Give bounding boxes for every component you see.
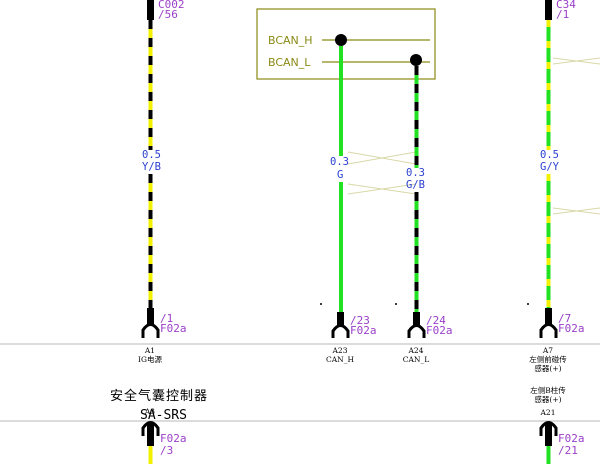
- marker-dot: [527, 303, 529, 305]
- pin-number: /3: [160, 444, 173, 457]
- bottom-connector-block: [337, 312, 344, 326]
- connector-id: F02a: [160, 432, 187, 445]
- terminal-arch: [141, 323, 160, 338]
- terminal-pin: A24: [408, 346, 424, 355]
- connector-id: F02a: [558, 432, 585, 445]
- bcan-h-label: BCAN_H: [268, 34, 313, 47]
- bottom-pin-number: /7: [558, 312, 571, 325]
- top-connector-id: C002: [158, 0, 185, 11]
- terminal-pin: A1: [144, 346, 155, 355]
- bottom-connector-block: [545, 308, 552, 324]
- bcan-l-junction: [410, 54, 422, 66]
- bcan-l-label: BCAN_L: [268, 56, 311, 69]
- bottom-pin-number: /24: [426, 314, 446, 327]
- wire-can-l: 0.3 G/B /24 F02a A24 CAN_L: [403, 66, 453, 364]
- terminal-arch: [331, 324, 350, 338]
- top-connector-block: [545, 0, 552, 20]
- terminal-name: CAN_H: [326, 355, 354, 364]
- controller-name-en: SA-SRS: [140, 408, 187, 423]
- wire-ig-power: C002 /56 0.5 Y/B /1 F02a A1 IG电源: [138, 0, 187, 364]
- wire-color-label: G: [337, 169, 343, 181]
- connector-block: [147, 424, 154, 446]
- bcan-bus-box: BCAN_H BCAN_L: [256, 8, 436, 80]
- bottom-connector-block: [147, 308, 154, 324]
- cross-lines: [347, 57, 600, 215]
- bottom-pin-number: /1: [160, 312, 173, 325]
- cross-line: [347, 183, 417, 195]
- terminal-arch: [539, 421, 558, 436]
- wire-can-h: 0.3 G /23 F02a A23 CAN_H: [326, 46, 377, 364]
- pin-number: /21: [558, 444, 578, 457]
- top-pin-number: /56: [158, 8, 178, 21]
- cross-line: [552, 57, 600, 65]
- bottom-connector-id: F02a: [558, 322, 585, 335]
- wire-size-label: 0.3: [330, 156, 349, 168]
- terminal-name-line-2: 感器(+): [534, 363, 561, 373]
- top-connector-block: [147, 0, 154, 20]
- lower-pin-right: F02a /21: [539, 421, 585, 464]
- cross-line: [347, 151, 417, 165]
- wire-color-label: Y/B: [142, 161, 161, 173]
- terminal-pin: A7: [542, 346, 553, 355]
- bus-frame: [256, 8, 436, 80]
- terminal-pin: A3: [144, 407, 155, 416]
- bcan-h-junction: [335, 34, 347, 46]
- bottom-connector-id: F02a: [160, 322, 187, 335]
- wire-size-label: 0.3: [406, 167, 425, 179]
- bottom-connector-id: F02a: [426, 324, 453, 337]
- terminal-arch: [141, 421, 160, 436]
- terminal-name-line-1: 左侧前碰传: [529, 354, 567, 364]
- cross-line: [552, 207, 600, 215]
- wire-color-label: G/Y: [540, 161, 560, 173]
- bottom-connector-block: [413, 312, 420, 326]
- connector-block: [545, 424, 552, 446]
- marker-dot: [395, 303, 397, 305]
- side-sensor-terminal-pin: A21: [540, 408, 556, 417]
- terminal-pin: A23: [332, 346, 348, 355]
- wire-color-label: G/B: [406, 179, 425, 191]
- terminal-name: IG电源: [138, 354, 162, 364]
- top-pin-number: /1: [556, 8, 569, 21]
- wire-front-sensor: C34 /1 0.5 G/Y /7 F02a A7 左侧前碰传 感器(+): [529, 0, 585, 373]
- controller-name-cn: 安全气囊控制器: [110, 388, 208, 404]
- wire-size-label: 0.5: [142, 149, 161, 161]
- lower-pin-left: A3 F02a /3: [141, 407, 187, 464]
- bottom-connector-id: F02a: [350, 324, 377, 337]
- terminal-name: CAN_L: [403, 355, 429, 364]
- side-sensor-label-line-1: 左侧B柱传: [530, 385, 566, 395]
- bottom-pin-number: /23: [350, 314, 370, 327]
- side-sensor-label-line-2: 感器(+): [534, 394, 561, 404]
- wire-size-label: 0.5: [540, 149, 559, 161]
- marker-dot: [320, 303, 322, 305]
- terminal-arch: [407, 324, 426, 338]
- top-connector-id: C34: [556, 0, 576, 11]
- terminal-arch: [539, 323, 558, 338]
